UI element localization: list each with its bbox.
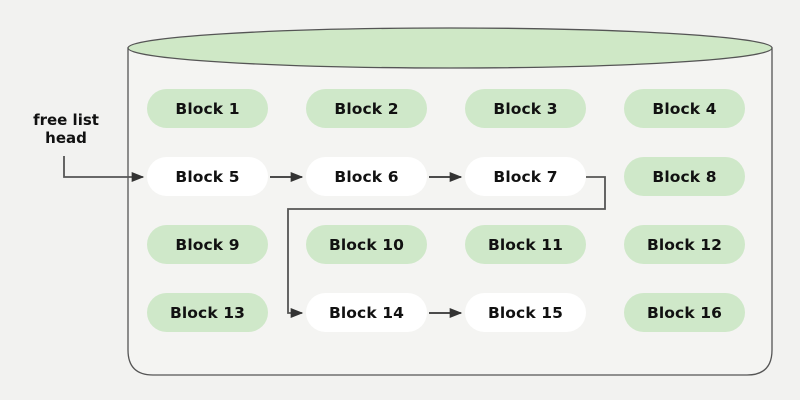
cylinder-body	[127, 47, 773, 376]
free-list-head-label: free list head	[33, 111, 99, 147]
block-block-7[interactable]: Block 7	[465, 157, 586, 196]
block-block-1[interactable]: Block 1	[147, 89, 268, 128]
block-block-2[interactable]: Block 2	[306, 89, 427, 128]
cylinder-top-ellipse	[127, 27, 773, 69]
block-block-15[interactable]: Block 15	[465, 293, 586, 332]
block-block-4[interactable]: Block 4	[624, 89, 745, 128]
block-block-11[interactable]: Block 11	[465, 225, 586, 264]
block-block-3[interactable]: Block 3	[465, 89, 586, 128]
connector-head-to-block5	[63, 156, 145, 183]
block-block-10[interactable]: Block 10	[306, 225, 427, 264]
block-block-8[interactable]: Block 8	[624, 157, 745, 196]
block-block-13[interactable]: Block 13	[147, 293, 268, 332]
block-block-5[interactable]: Block 5	[147, 157, 268, 196]
block-block-12[interactable]: Block 12	[624, 225, 745, 264]
block-block-14[interactable]: Block 14	[306, 293, 427, 332]
block-block-6[interactable]: Block 6	[306, 157, 427, 196]
block-block-9[interactable]: Block 9	[147, 225, 268, 264]
connector-block7-to-block14	[287, 176, 606, 319]
block-block-16[interactable]: Block 16	[624, 293, 745, 332]
